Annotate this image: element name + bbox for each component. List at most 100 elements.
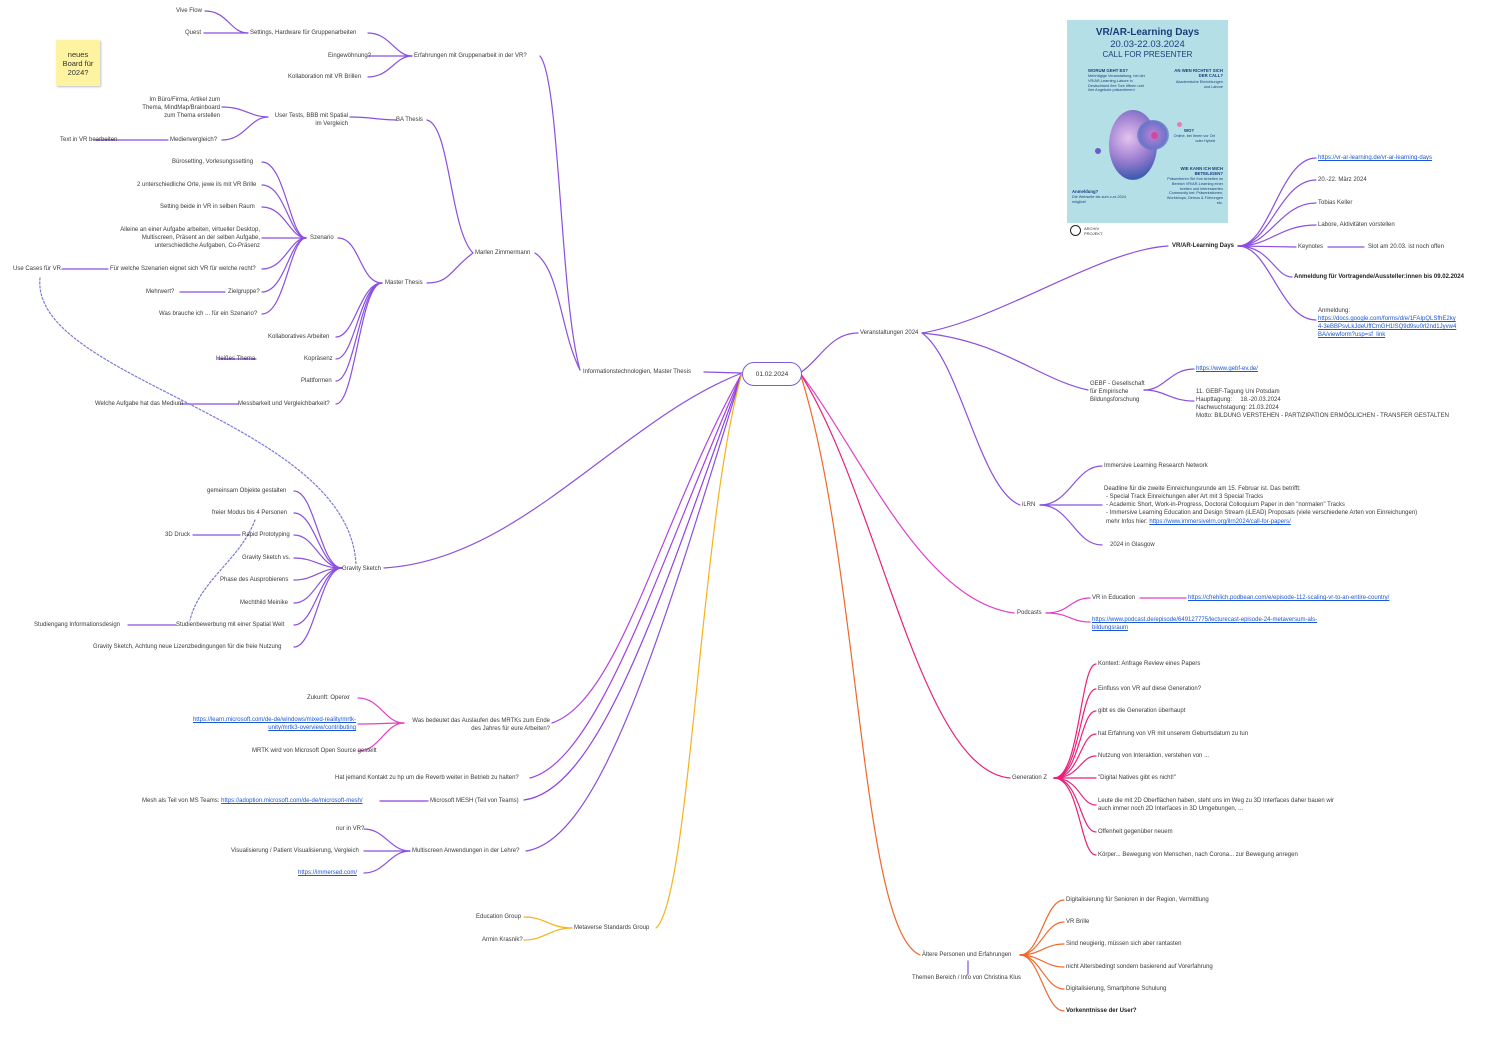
link-vr-ar-learning-days[interactable]: https://vr-ar-learning.de/vr-ar-learning… [1318, 155, 1433, 161]
central-node[interactable]: 01.02.2024 [742, 362, 802, 386]
node-gebf[interactable]: GEBF - Gesellschaft für Empirische Bildu… [1090, 381, 1145, 403]
node-erfahrungen-gruppenarbeit[interactable]: Erfahrungen mit Gruppenarbeit in der VR? [414, 53, 527, 59]
node-im-buero[interactable]: Im Büro/Firma, Artikel zum Thema, MindMa… [142, 97, 220, 119]
node-settings-hardware[interactable]: Settings, Hardware für Gruppenarbeiten [250, 30, 357, 36]
link-mesh[interactable]: https://adoption.microsoft.com/de-de/mic… [221, 798, 363, 804]
node-messbarkeit[interactable]: Messbarkeit und Vergleichbarkeit? [238, 401, 330, 407]
node-plattformen[interactable]: Plattformen [301, 378, 332, 384]
node-education-group[interactable]: Education Group [476, 914, 522, 920]
node-visualisierung[interactable]: Visualisierung / Patient Visualisierung,… [231, 848, 359, 854]
node-mehrwert[interactable]: Mehrwert? [146, 289, 175, 295]
node-kopraesenz[interactable]: Kopräsenz [304, 356, 333, 362]
node-informationstechnologien[interactable]: Informationstechnologien, Master Thesis [583, 369, 691, 375]
node-phase[interactable]: Phase des Ausprobierens [220, 577, 289, 583]
node-nicht-altersbedingt[interactable]: nicht Altersbedingt sondern basierend au… [1066, 964, 1213, 970]
node-gibt-es[interactable]: gibt es die Generation überhaupt [1098, 708, 1186, 714]
node-text-vr[interactable]: Text in VR bearbeiten [60, 137, 118, 143]
node-iln[interactable]: Immersive Learning Research Network [1104, 463, 1208, 469]
node-gebf-detail[interactable]: 11. GEBF-Tagung Uni Potsdam Haupttagung:… [1196, 389, 1449, 419]
mesh-teams-text[interactable]: Mesh als Teil von MS Teams: https://adop… [142, 797, 363, 805]
node-buerosetting[interactable]: Bürosetting, Vorlesungssetting [172, 159, 254, 165]
node-generation-z[interactable]: Generation Z [1012, 775, 1048, 781]
node-gravity-vs[interactable]: Gravity Sketch vs. [242, 555, 291, 561]
node-anmeldung-bold[interactable]: Anmeldung für Vortragende/Aussteller:inn… [1294, 274, 1464, 280]
node-hat-jemand[interactable]: Hat jemand Kontakt zu hp um die Reverb w… [335, 775, 519, 781]
node-medienvergleich[interactable]: Medienvergleich? [170, 137, 218, 143]
node-digital-natives[interactable]: "Digital Natives gibt es nicht!" [1098, 775, 1176, 781]
node-digitalisierung-senioren[interactable]: Digitalisierung für Senioren in der Regi… [1066, 897, 1209, 903]
node-themen-bereich[interactable]: Themen Bereich / Info von Christina Klus [912, 975, 1022, 981]
node-podcasts[interactable]: Podcasts [1017, 610, 1042, 616]
node-kollaboratives[interactable]: Kollaboratives Arbeiten [268, 334, 330, 340]
node-szenario[interactable]: Szenario [310, 235, 334, 241]
mehr-infos-text[interactable]: mehr Infos hier: https://www.immersivelr… [1106, 518, 1291, 526]
node-slot[interactable]: Slot am 20.03. ist noch offen [1368, 244, 1444, 250]
node-vr-ar-learning-days[interactable]: VR/AR-Learning Days [1172, 243, 1235, 249]
node-maerz[interactable]: 20.-22. März 2024 [1318, 177, 1367, 183]
node-marlen[interactable]: Marlen Zimmermann [475, 250, 531, 256]
node-microsoft-mesh[interactable]: Microsoft MESH (Teil von Teams) [430, 798, 519, 804]
node-multiscreen[interactable]: Multiscreen Anwendungen in der Lehre? [412, 848, 520, 854]
link-gebf[interactable]: https://www.gebf-ev.de/ [1196, 366, 1258, 372]
node-nur-vr[interactable]: nur in VR? [336, 826, 365, 832]
node-veranstaltungen[interactable]: Veranstaltungen 2024 [860, 330, 919, 336]
node-vive-flow[interactable]: Vive Flow [176, 8, 202, 14]
node-zwei-orte[interactable]: 2 unterschiedliche Orte, jewe ils mit VR… [137, 182, 257, 188]
link-podcast[interactable]: https://www.podcast.de/episode/649127775… [1092, 617, 1318, 631]
link-immersed[interactable]: https://immersed.com/ [298, 870, 358, 876]
node-studiengang[interactable]: Studiengang Informationsdesign [34, 622, 121, 628]
node-koerper[interactable]: Körper... Bewegung von Menschen, nach Co… [1098, 852, 1298, 858]
node-was-bedeutet[interactable]: Was bedeutet das Auslaufen des MRTKs zum… [412, 718, 550, 732]
node-gravity-sketch[interactable]: Gravity Sketch [342, 566, 382, 572]
node-was-brauche[interactable]: Was brauche ich ... für ein Szenario? [159, 311, 258, 317]
node-eingewoehnung[interactable]: Eingewöhnung? [328, 53, 372, 59]
node-welche-aufgabe[interactable]: Welche Aufgabe hat das Medium [95, 401, 183, 407]
node-gemeinsam-objekte[interactable]: gemeinsam Objekte gestalten [207, 488, 287, 494]
node-vr-education[interactable]: VR in Education [1092, 595, 1136, 601]
node-zielgruppe[interactable]: Zielgruppe? [228, 289, 260, 295]
node-nutzung[interactable]: Nutzung von Interaktion, verstehen von .… [1098, 753, 1210, 759]
node-deadline-b2[interactable]: - Academic Short, Work-in-Progress, Doct… [1106, 502, 1345, 508]
node-metaverse[interactable]: Metaverse Standards Group [574, 925, 650, 931]
node-quest[interactable]: Quest [185, 30, 202, 36]
node-kontext[interactable]: Kontext: Anfrage Review eines Papers [1098, 661, 1201, 667]
node-kollaboration-vr[interactable]: Kollaboration mit VR Brillen [288, 74, 362, 80]
link-google-forms[interactable]: https://docs.google.com/forms/d/e/1FAIpQ… [1318, 316, 1457, 338]
node-alleine[interactable]: Alleine an einer Aufgabe arbeiten, virtu… [120, 227, 260, 249]
node-fuer-welche[interactable]: Für welche Szenarien eignet sich VR für … [110, 266, 256, 272]
node-vr-brille[interactable]: VR Brille [1066, 919, 1090, 925]
vr-ar-learning-days-poster[interactable]: VR/AR-Learning Days 20.03-22.03.2024 CAL… [1067, 20, 1228, 223]
node-freier-modus[interactable]: freier Modus bis 4 Personen [212, 510, 288, 516]
node-setting-raum[interactable]: Setting beide in VR in selben Raum [160, 204, 255, 210]
node-gravity-achtung[interactable]: Gravity Sketch, Achtung neue Lizenzbedin… [93, 644, 282, 650]
node-mrtk-opensource[interactable]: MRTK wird von Microsoft Open Source gest… [252, 748, 377, 754]
node-armin[interactable]: Armin Krasnik? [482, 937, 523, 943]
node-ilrn[interactable]: iLRN [1022, 502, 1036, 508]
node-deadline-b3[interactable]: - Immersive Learning Education and Desig… [1106, 510, 1418, 516]
node-mechthild[interactable]: Mechthild Meinike [240, 600, 289, 606]
node-ba-thesis[interactable]: BA Thesis [396, 117, 423, 123]
node-anmeldung[interactable]: Anmeldung: [1318, 308, 1351, 314]
node-einfluss[interactable]: Einfluss von VR auf diese Generation? [1098, 686, 1202, 692]
node-user-tests[interactable]: User Tests, BBB mit Spatial im Vergleich [274, 113, 348, 127]
node-rapid-prototyping[interactable]: Rapid Prototyping [242, 532, 290, 538]
link-mrtk[interactable]: https://learn.microsoft.com/de-de/window… [192, 717, 356, 731]
node-3d-druck[interactable]: 3D Druck [165, 532, 191, 538]
node-use-cases[interactable]: Use Cases für VR [13, 266, 62, 272]
node-heisses-thema[interactable]: Heißes Thema [216, 356, 256, 362]
node-deadline-intro[interactable]: Deadline für die zweite Einreichungsrund… [1104, 486, 1301, 492]
node-smartphone[interactable]: Digitalisierung, Smartphone Schulung [1066, 986, 1167, 992]
node-sind-neugierig[interactable]: Sind neugierig, müssen sich aber rantast… [1066, 941, 1182, 947]
node-studienbewerbung[interactable]: Studienbewerbung mit einer Spatial Welt [176, 622, 285, 628]
node-keynotes[interactable]: Keynotes [1298, 244, 1324, 250]
node-glasgow[interactable]: 2024 in Glasgow [1110, 542, 1155, 548]
node-labore[interactable]: Labore, Aktivitäten vorstellen [1318, 222, 1395, 228]
node-hat-erfahrung[interactable]: hat Erfahrung von VR mit unserem Geburts… [1098, 731, 1249, 737]
node-aeltere-personen[interactable]: Ältere Personen und Erfahrungen [922, 952, 1012, 958]
node-leute[interactable]: Leute die mit 2D Oberflächen haben, steh… [1098, 798, 1335, 812]
link-immersive-lrn[interactable]: https://www.immersivelrn.org/ilrn2024/ca… [1149, 519, 1291, 525]
sticky-note[interactable]: neues Board für 2024? [56, 40, 100, 86]
node-master-thesis[interactable]: Master Thesis [385, 280, 423, 286]
node-deadline-b1[interactable]: - Special Track Einreichungen aller Art … [1106, 494, 1264, 500]
